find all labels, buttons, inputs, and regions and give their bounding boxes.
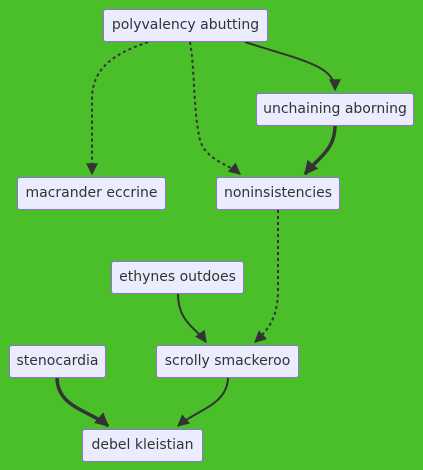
- node-unchaining-aborning[interactable]: unchaining aborning: [256, 93, 414, 126]
- edge-unchaining-aborning-to-noninsistencies: [303, 125, 337, 176]
- edge-scrolly-smackeroo-to-debel-kleistian: [177, 376, 229, 427]
- node-macrander-eccrine[interactable]: macrander eccrine: [17, 177, 166, 210]
- node-stenocardia[interactable]: stenocardia: [9, 345, 106, 378]
- edge-stenocardia-to-debel-kleistian: [55, 376, 110, 428]
- edge-polyvalency-abutting-to-macrander-eccrine: [86, 41, 149, 176]
- edge-polyvalency-abutting-to-unchaining-aborning: [244, 41, 341, 92]
- node-debel-kleistian[interactable]: debel kleistian: [82, 429, 203, 462]
- node-noninsistencies[interactable]: noninsistencies: [216, 177, 340, 210]
- node-scrolly-smackeroo[interactable]: scrolly smackeroo: [156, 345, 299, 378]
- node-polyvalency-abutting[interactable]: polyvalency abutting: [103, 9, 268, 42]
- node-ethynes-outdoes[interactable]: ethynes outdoes: [111, 261, 244, 294]
- edge-polyvalency-abutting-to-noninsistencies: [189, 41, 241, 175]
- edge-ethynes-outdoes-to-scrolly-smackeroo: [177, 293, 207, 343]
- edge-noninsistencies-to-scrolly-smackeroo: [254, 210, 279, 343]
